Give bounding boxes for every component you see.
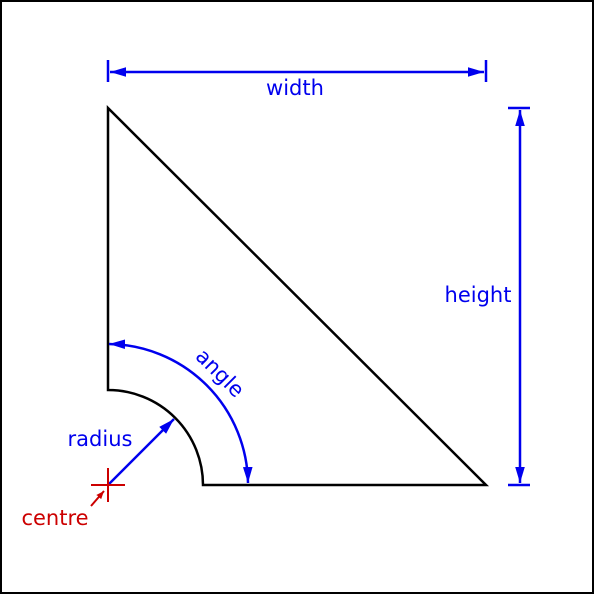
centre-label: centre: [21, 506, 88, 530]
angle-label: angle: [191, 344, 249, 402]
radius-label: radius: [68, 427, 133, 451]
centre-marker: centre: [21, 468, 125, 530]
width-dimension: width: [106, 60, 488, 100]
radius-dimension: radius: [68, 418, 175, 486]
height-label: height: [445, 283, 512, 307]
width-label: width: [266, 76, 324, 100]
height-dimension: height: [445, 106, 530, 487]
